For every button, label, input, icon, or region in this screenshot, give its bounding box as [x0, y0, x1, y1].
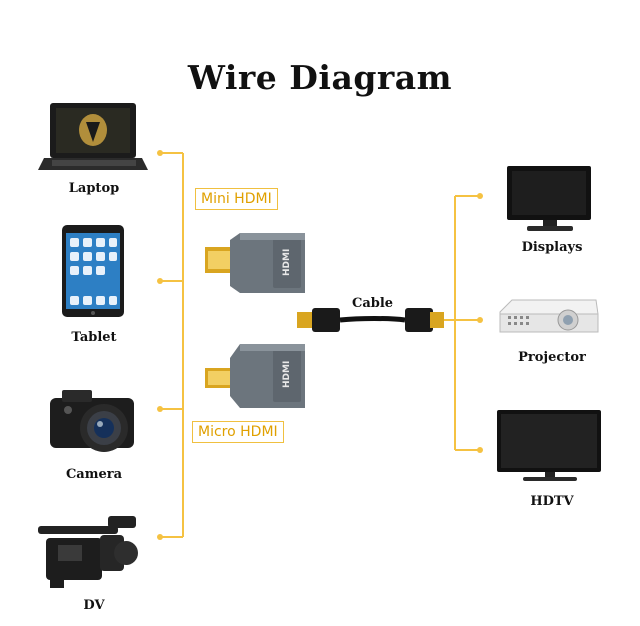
- hdmi-cable-icon: [297, 308, 444, 332]
- tablet-icon: [62, 225, 124, 317]
- label-hdtv: HDTV: [530, 494, 574, 509]
- laptop-icon: [38, 103, 148, 170]
- tag-mini-hdmi: Mini HDMI: [195, 188, 278, 210]
- label-camera: Camera: [65, 467, 123, 482]
- camera-icon: [50, 390, 134, 452]
- projector-icon: [499, 299, 599, 333]
- micro-adapter-hdmi-text: HDMI: [282, 360, 292, 388]
- left-connector-lines: [160, 152, 184, 538]
- tag-micro-hdmi: Micro HDMI: [192, 421, 284, 443]
- label-dv: DV: [83, 598, 105, 613]
- diagram-title: Wire Diagram: [187, 58, 453, 97]
- label-laptop: Laptop: [68, 181, 120, 196]
- label-displays: Displays: [521, 240, 583, 255]
- right-connector-lines: [436, 195, 480, 451]
- label-tablet: Tablet: [71, 330, 117, 345]
- mini-hdmi-adapter-icon: [205, 233, 305, 293]
- label-projector: Projector: [518, 350, 586, 365]
- label-cable: Cable: [352, 296, 394, 311]
- camcorder-icon: [38, 516, 138, 588]
- tv-icon: [497, 410, 601, 481]
- micro-hdmi-adapter-icon: [205, 344, 305, 408]
- mini-adapter-hdmi-text: HDMI: [282, 248, 292, 276]
- monitor-icon: [507, 166, 591, 231]
